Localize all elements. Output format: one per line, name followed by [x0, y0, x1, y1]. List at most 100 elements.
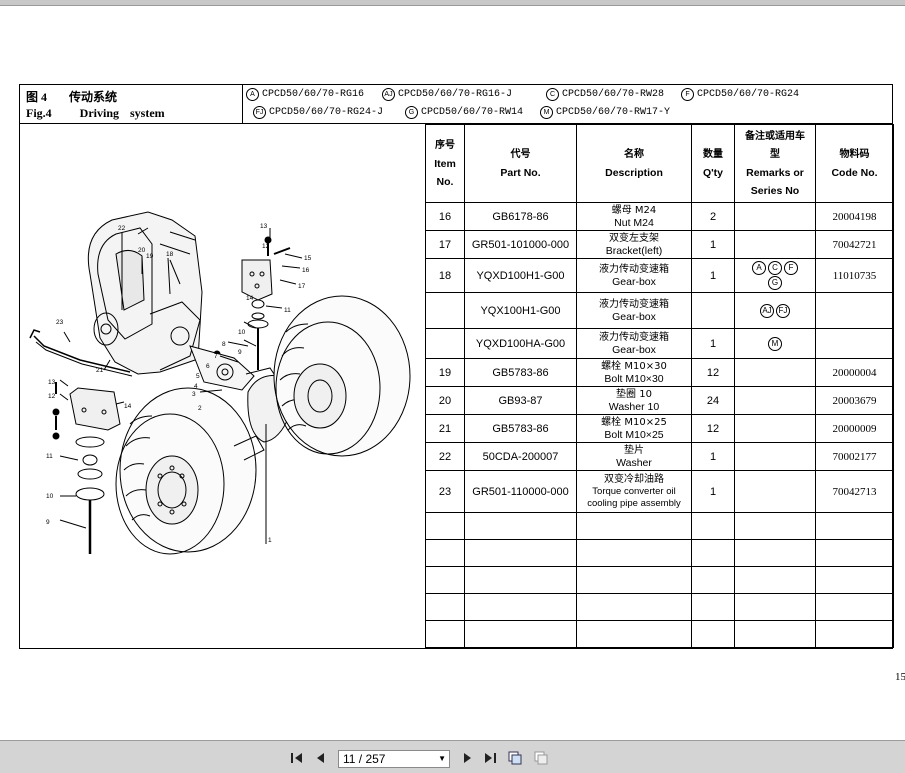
model-mark: AJ	[382, 88, 395, 101]
empty-cell	[464, 620, 577, 648]
empty-cell	[576, 512, 692, 540]
model-mark: M	[540, 106, 553, 119]
cell-quantity: 1	[691, 258, 735, 293]
callout-label: 22	[118, 225, 126, 232]
cell-part-no: GR501-101000-000	[464, 230, 577, 259]
model-mark: A	[246, 88, 259, 101]
model-name: CPCD50/60/70-RW28	[562, 89, 665, 100]
figure-label-cn: 图 4	[26, 90, 48, 104]
cell-item-no: 19	[425, 358, 465, 387]
empty-cell	[734, 593, 816, 621]
prev-page-icon[interactable]	[314, 751, 328, 765]
empty-table-row	[425, 566, 894, 594]
empty-cell	[691, 539, 735, 567]
cell-remarks	[734, 358, 816, 387]
empty-cell	[691, 593, 735, 621]
cell-code-no: 11010735	[815, 258, 894, 293]
series-mark: AJ	[760, 303, 774, 318]
fit-page-icon[interactable]	[508, 751, 522, 765]
description-en: Nut M24	[614, 216, 654, 229]
callout-label: 9	[46, 519, 50, 526]
next-page-icon[interactable]	[460, 751, 474, 765]
viewer-top-strip	[0, 0, 905, 6]
model-mark: C	[546, 88, 559, 101]
cell-part-no: GR501-110000-000	[464, 470, 577, 513]
description-cn: 液力传动变速箱	[599, 331, 669, 343]
empty-cell	[691, 620, 735, 648]
pdf-viewer-toolbar: 11 / 257 ▼	[0, 740, 905, 773]
cell-code-no: 20004198	[815, 202, 894, 231]
page-number-value: 11 / 257	[343, 752, 386, 766]
cell-quantity: 1	[691, 470, 735, 513]
callout-label: 14	[246, 295, 254, 302]
cell-quantity: 12	[691, 358, 735, 387]
cell-part-no: GB6178-86	[464, 202, 577, 231]
empty-cell	[425, 512, 465, 540]
empty-cell	[734, 512, 816, 540]
cell-quantity: 24	[691, 386, 735, 415]
cell-remarks	[734, 414, 816, 443]
callout-label: 4	[194, 383, 198, 390]
callout-label: 10	[46, 493, 54, 500]
cell-remarks	[734, 470, 816, 513]
page-number-input[interactable]: 11 / 257 ▼	[338, 750, 450, 768]
model-mark: F	[681, 88, 694, 101]
empty-cell	[425, 620, 465, 648]
callout-label: 12	[262, 243, 270, 250]
cell-quantity	[691, 292, 735, 329]
callout-label: 23	[56, 319, 64, 326]
description-en: Gear-box	[612, 275, 656, 288]
empty-cell	[425, 593, 465, 621]
empty-cell	[734, 539, 816, 567]
description-cn: 双变冷却油路	[604, 474, 664, 485]
empty-cell	[464, 512, 577, 540]
empty-cell	[576, 620, 692, 648]
fit-width-icon[interactable]	[534, 751, 548, 765]
first-page-icon[interactable]	[290, 751, 304, 765]
cell-item-no	[425, 292, 465, 329]
cell-item-no: 17	[425, 230, 465, 259]
cell-item-no: 22	[425, 442, 465, 471]
description-cn: 垫片	[624, 444, 644, 456]
callout-label: 14	[124, 403, 132, 410]
empty-cell	[734, 620, 816, 648]
callout-label: 21	[96, 367, 104, 374]
model-name: CPCD50/60/70-RW14	[421, 107, 524, 118]
empty-cell	[815, 620, 894, 648]
series-mark: C	[768, 261, 782, 275]
description-cn: 垫圈 10	[616, 388, 652, 400]
callout-label: 20	[138, 247, 146, 254]
description-en: Bracket(left)	[605, 244, 663, 257]
description-cn: 螺栓 M10×25	[601, 416, 667, 428]
page-dropdown-icon[interactable]: ▼	[438, 754, 446, 763]
cell-part-no: GB5783-86	[464, 414, 577, 443]
empty-cell	[691, 512, 735, 540]
callout-label: 2	[198, 405, 202, 412]
last-page-icon[interactable]	[483, 751, 497, 765]
callout-label: 9	[238, 349, 242, 356]
description-en: Gear-box	[612, 343, 656, 356]
cell-quantity: 1	[691, 442, 735, 471]
series-mark: FJ	[776, 303, 790, 318]
model-name: CPCD50/60/70-RG16	[262, 89, 365, 100]
cell-code-no	[815, 328, 894, 359]
callout-label: 10	[238, 329, 246, 336]
cell-quantity: 12	[691, 414, 735, 443]
cell-code-no: 20000009	[815, 414, 894, 443]
cell-code-no: 70002177	[815, 442, 894, 471]
